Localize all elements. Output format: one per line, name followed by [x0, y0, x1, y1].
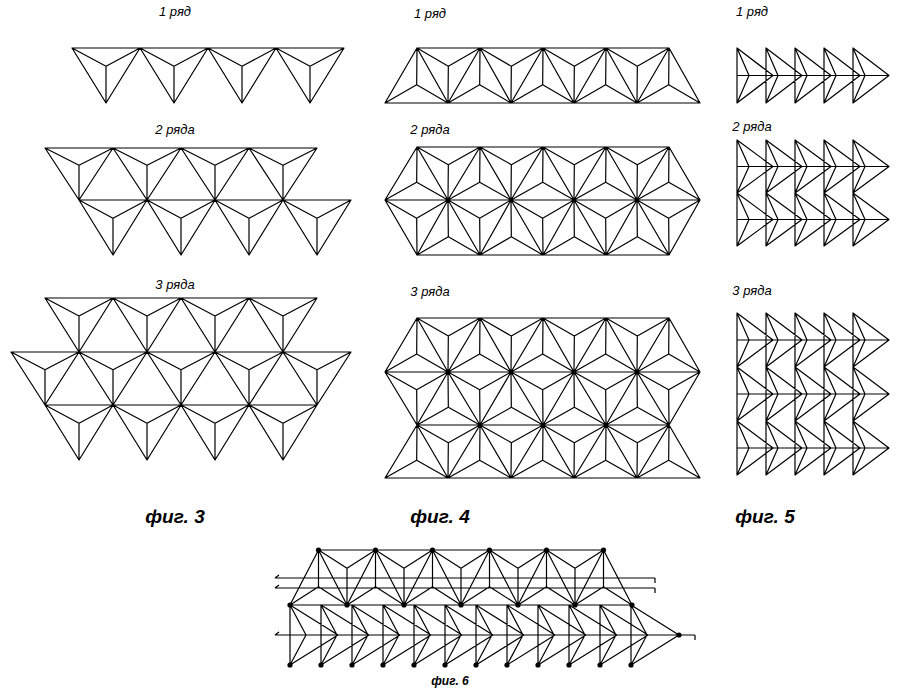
node-dot: [473, 662, 478, 667]
node-dot: [629, 602, 634, 607]
node-dot: [442, 662, 447, 667]
node-dot: [349, 662, 354, 667]
node-dot: [544, 547, 549, 552]
row-count-label: 3 ряда: [155, 277, 194, 292]
node-dot: [676, 632, 681, 637]
row-count-label: 2 ряда: [732, 119, 771, 134]
figure-label: фиг. 6: [431, 674, 469, 688]
node-dot: [566, 662, 571, 667]
node-dot: [504, 662, 509, 667]
row-count-label: 2 ряда: [155, 122, 194, 137]
node-dot: [597, 662, 602, 667]
node-dot: [601, 547, 606, 552]
row-count-label: 1 ряд: [159, 4, 191, 19]
truss-lines: [11, 48, 889, 665]
row-count-label: 1 ряд: [414, 6, 446, 21]
row-count-label: 1 ряд: [736, 4, 768, 19]
node-dot: [401, 602, 406, 607]
node-dot: [373, 547, 378, 552]
figure-label: фиг. 4: [410, 506, 469, 528]
node-dot: [628, 662, 633, 667]
row-count-label: 3 ряда: [410, 284, 449, 299]
node-dot: [380, 662, 385, 667]
node-dot: [287, 662, 292, 667]
node-dot: [430, 547, 435, 552]
node-dot: [572, 602, 577, 607]
row-count-label: 2 ряда: [410, 122, 449, 137]
node-dot: [316, 547, 321, 552]
node-dot: [318, 662, 323, 667]
node-dot: [487, 547, 492, 552]
node-dots: [287, 547, 681, 667]
node-dot: [535, 662, 540, 667]
row-count-label: 3 ряда: [732, 283, 771, 298]
node-dot: [515, 602, 520, 607]
node-dot: [411, 662, 416, 667]
node-dot: [344, 602, 349, 607]
node-dot: [458, 602, 463, 607]
figure-label: фиг. 3: [145, 506, 204, 528]
node-dot: [287, 602, 292, 607]
figure-label: фиг. 5: [735, 506, 794, 528]
